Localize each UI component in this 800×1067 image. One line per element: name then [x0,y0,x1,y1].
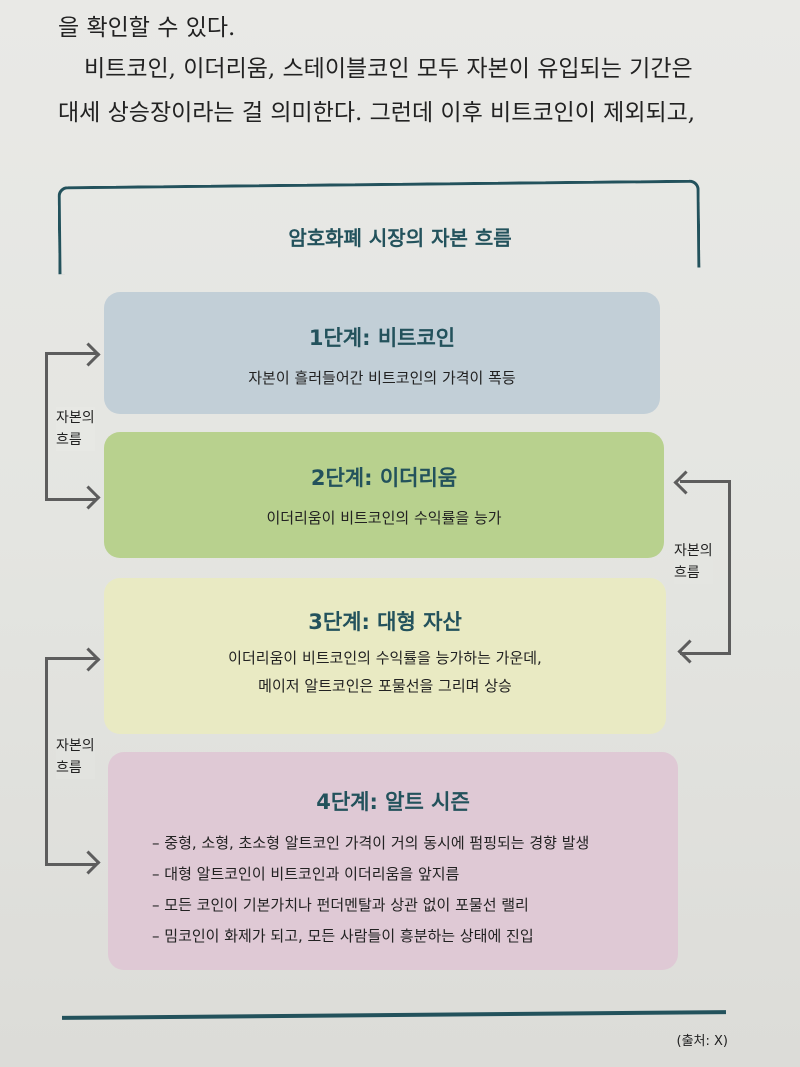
stage-3-title: 3단계: 대형 자산 [308,610,462,634]
flow-connector-1-2 [45,352,96,501]
stage-4-bullets: 중형, 소형, 초소형 알트코인 가격이 거의 동시에 펌핑되는 경향 발생 대… [108,828,678,952]
body-text-line-3: 대세 상승장이라는 걸 의미한다. 그런데 이후 비트코인이 제외되고, [58,100,696,126]
flow-connector-3-4 [45,657,96,866]
stage-2-box: 2단계: 이더리움 이더리움이 비트코인의 수익률을 능가 [104,432,664,558]
source-note: (출처: X) [676,1034,728,1049]
body-text-line-2: 비트코인, 이더리움, 스테이블코인 모두 자본이 유입되는 기간은 [84,56,693,82]
stage-3-desc: 이더리움이 비트코인의 수익률을 능가하는 가운데, 메이저 알트코인은 포물선… [104,644,666,700]
flow-connector-2-3 [680,480,731,655]
stage-4-bullet: 중형, 소형, 초소형 알트코인 가격이 거의 동시에 펌핑되는 경향 발생 [152,828,678,859]
stage-1-box: 1단계: 비트코인 자본이 흘러들어간 비트코인의 가격이 폭등 [104,292,660,414]
stage-2-title: 2단계: 이더리움 [310,466,458,490]
flow-label-1: 자본의 흐름 [56,407,95,451]
diagram-bottom-rule [61,1010,727,1020]
flow-label-2: 자본의 흐름 [674,540,713,584]
flow-label-3: 자본의 흐름 [56,735,95,779]
stage-1-desc: 자본이 흘러들어간 비트코인의 가격이 폭등 [248,369,516,387]
body-text-line-1: 을 확인할 수 있다. [58,15,236,41]
stage-1-title: 1단계: 비트코인 [308,326,456,350]
stage-3-desc-line-1: 이더리움이 비트코인의 수익률을 능가하는 가운데, [228,649,542,667]
stage-4-bullet: 모든 코인이 기본가치나 펀더멘탈과 상관 없이 포물선 랠리 [152,890,678,921]
stage-3-desc-line-2: 메이저 알트코인은 포물선을 그리며 상승 [258,677,512,695]
stage-4-box: 4단계: 알트 시즌 중형, 소형, 초소형 알트코인 가격이 거의 동시에 펌… [108,752,678,970]
stage-4-title: 4단계: 알트 시즌 [316,790,470,814]
stage-4-bullet: 밈코인이 화제가 되고, 모든 사람들이 흥분하는 상태에 진입 [152,921,678,952]
stage-4-bullet: 대형 알트코인이 비트코인과 이더리움을 앞지름 [152,859,678,890]
stage-3-box: 3단계: 대형 자산 이더리움이 비트코인의 수익률을 능가하는 가운데, 메이… [104,578,666,734]
diagram-title: 암호화폐 시장의 자본 흐름 [288,226,512,250]
stage-2-desc: 이더리움이 비트코인의 수익률을 능가 [266,509,502,527]
